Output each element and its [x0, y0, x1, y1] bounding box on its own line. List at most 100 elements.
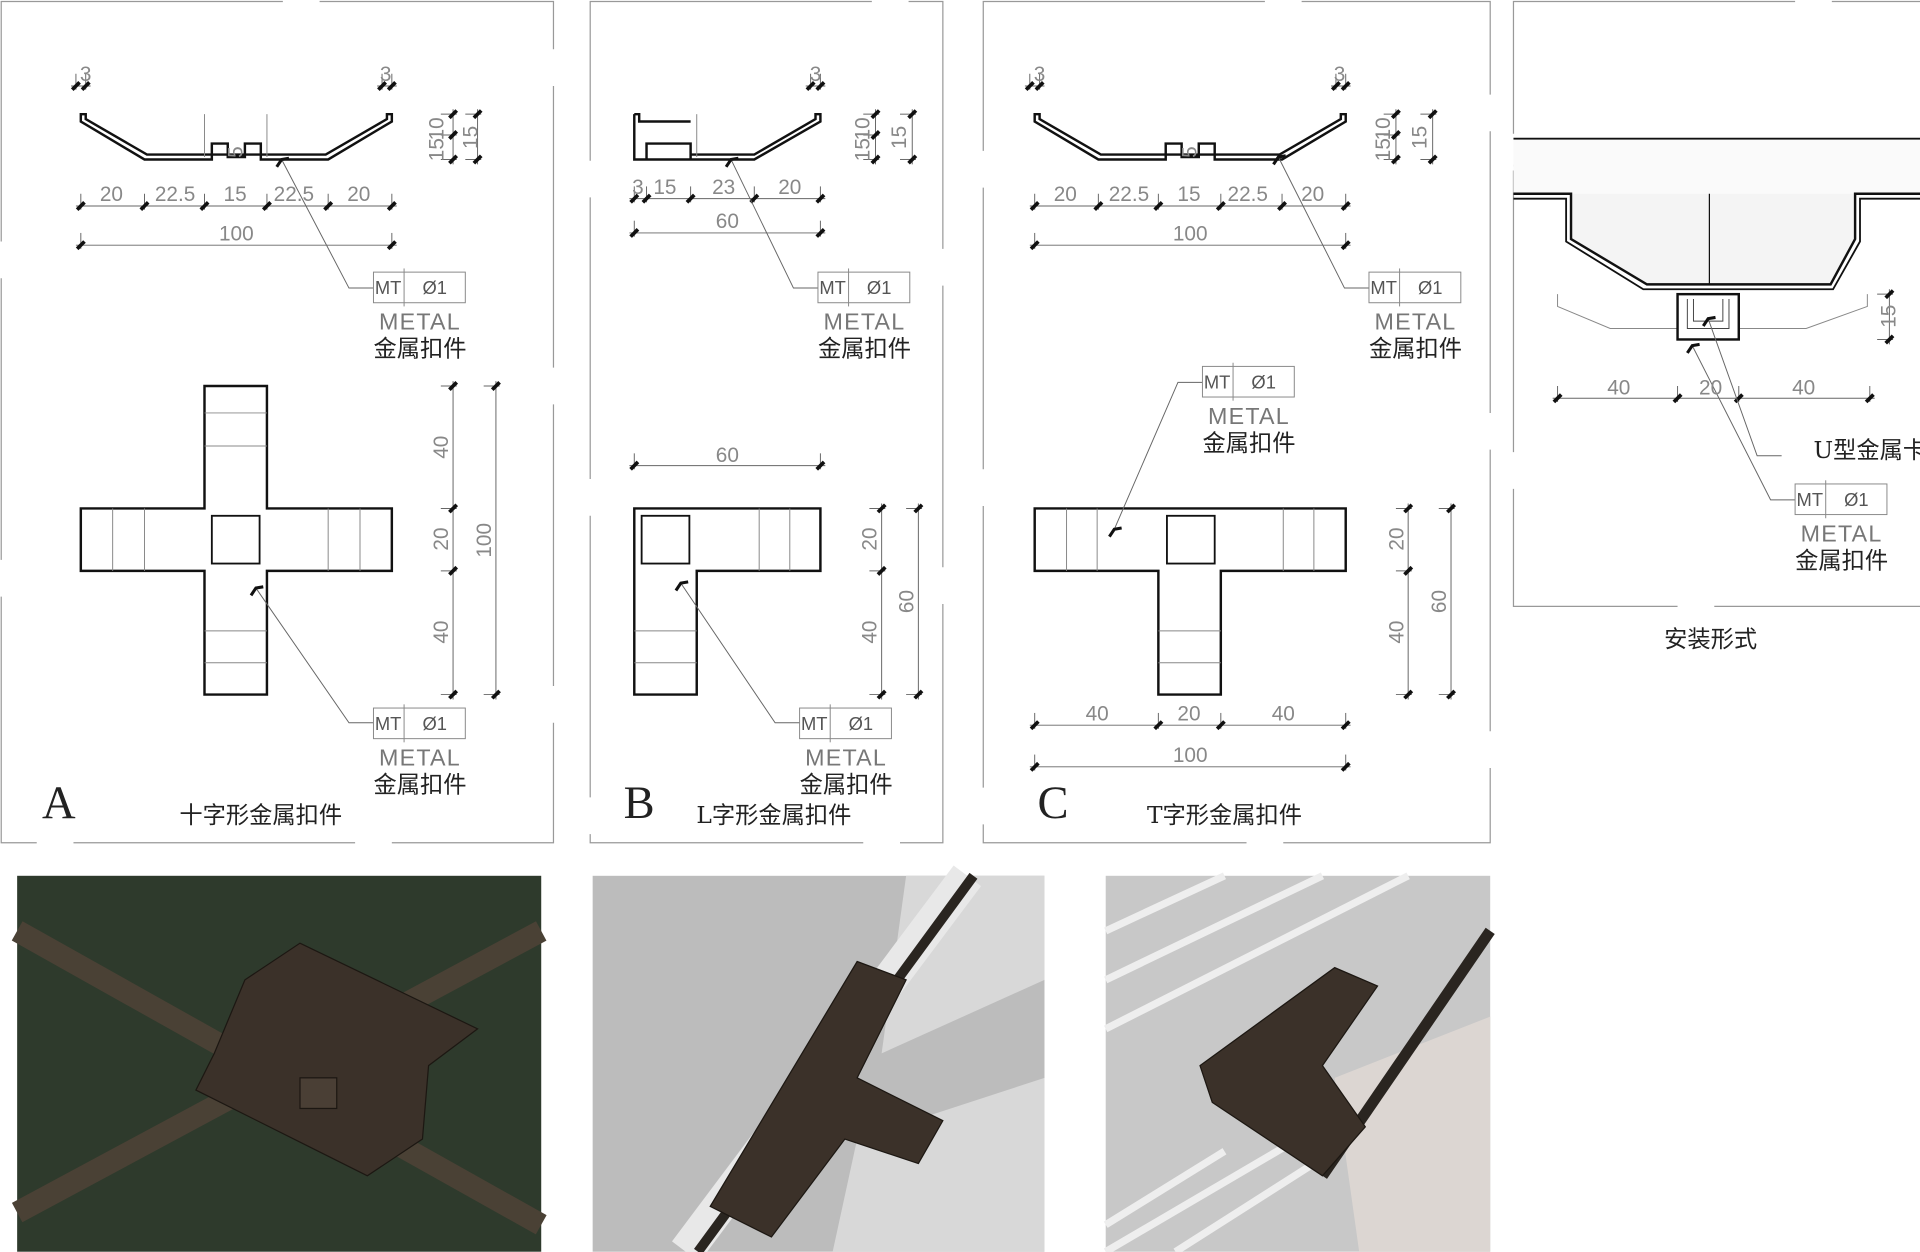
- dim-install-v: 15: [1878, 305, 1901, 328]
- dimension-tick: [870, 154, 881, 165]
- dim-notch: 5: [224, 146, 247, 158]
- dim-v: 10: [851, 117, 874, 140]
- render-l-connector: [1103, 872, 1495, 1252]
- dimension-tick: [913, 689, 924, 700]
- leader-arrow-icon: [1701, 315, 1716, 327]
- tag-code: MT: [1370, 277, 1397, 298]
- dimension-tick: [1093, 201, 1104, 211]
- dimension-tick: [75, 240, 86, 251]
- dimension-tick: [448, 565, 459, 576]
- dimension-tick: [1029, 240, 1040, 251]
- dim-v: 15: [888, 126, 911, 149]
- dim-install: 20: [1699, 377, 1722, 400]
- dim-section: 3: [632, 176, 644, 199]
- leader-arrow-icon: [1686, 342, 1700, 354]
- dimension-tick: [876, 565, 887, 576]
- dim-plan-h: 40: [1086, 702, 1109, 725]
- dimension-tick: [907, 109, 918, 120]
- panel-c-letter: C: [1038, 778, 1069, 829]
- dimension-tick: [448, 503, 459, 514]
- dimension-tick: [876, 689, 887, 700]
- dimension-tick: [1552, 393, 1563, 404]
- dimension-tick: [1672, 393, 1683, 404]
- dim-plan: 40: [1385, 621, 1408, 644]
- tag-name: 金属扣件: [800, 772, 893, 799]
- render-cross-connector: [11, 875, 547, 1252]
- dim-section: 20: [100, 183, 123, 206]
- tag-code: MT: [1797, 489, 1824, 510]
- panel-a-cross-plan: [79, 384, 394, 696]
- dim-lip-right: 3: [380, 63, 392, 86]
- dim-plan-total: 100: [473, 523, 496, 558]
- dim-install: 40: [1792, 377, 1815, 400]
- dimension-tick: [1330, 81, 1341, 91]
- panel-c-t-plan: [1033, 507, 1347, 696]
- dimension-tick: [377, 81, 388, 91]
- dimension-tick: [1446, 689, 1456, 700]
- leader-line: [1691, 345, 1796, 501]
- tag-number: Ø1: [867, 277, 892, 298]
- dim-plan: 40: [859, 621, 882, 644]
- tag-number: Ø1: [1418, 277, 1443, 298]
- tag-code: MT: [375, 277, 402, 298]
- dimension-tick: [1403, 503, 1414, 514]
- dim-v: 10: [1372, 117, 1395, 140]
- dimension-tick: [749, 193, 760, 204]
- dimension-tick: [1153, 720, 1164, 731]
- dim-section: 15: [653, 176, 676, 199]
- dim-section: 22.5: [1228, 183, 1268, 206]
- tag-material: METAL: [1375, 309, 1457, 335]
- dim-plan: 20: [1385, 527, 1408, 550]
- dimension-tick: [1390, 109, 1401, 120]
- leader-arrow-icon: [249, 585, 264, 597]
- dim-plan-top: 60: [716, 444, 739, 467]
- tag-code: MT: [375, 713, 402, 734]
- dimension-tick: [1427, 154, 1438, 165]
- dimension-tick: [1340, 720, 1351, 731]
- panel-d-title: 安装形式: [1664, 626, 1757, 653]
- dimension-tick: [386, 240, 397, 251]
- dimension-tick: [641, 193, 652, 204]
- dim-section: 22.5: [274, 183, 314, 206]
- dimension-tick: [490, 381, 501, 391]
- dimension-tick: [1390, 154, 1401, 165]
- dimension-tick: [1446, 503, 1456, 514]
- dimension-tick: [870, 130, 881, 140]
- dim-notch: 5: [1178, 146, 1201, 158]
- dimension-tick: [1340, 240, 1351, 251]
- tag-name: 金属扣件: [373, 772, 466, 799]
- dimension-tick: [815, 81, 826, 91]
- dimension-tick: [1733, 393, 1744, 404]
- dim-plan-h: 40: [1272, 702, 1295, 725]
- dim-plan: 40: [430, 436, 453, 459]
- panel-d-frame: [1512, 0, 1920, 608]
- dimension-tick: [448, 130, 459, 140]
- dimension-tick: [1403, 689, 1414, 700]
- leader-arrow-icon: [674, 580, 689, 592]
- dim-section-total: 100: [1173, 222, 1208, 245]
- panel-a-frame: [0, 0, 555, 844]
- dimension-tick: [685, 193, 696, 204]
- dimension-tick: [1024, 81, 1035, 91]
- leader-line: [730, 159, 818, 289]
- dim-section-total: 60: [716, 210, 739, 233]
- dimension-tick: [1864, 393, 1875, 404]
- tag-number: Ø1: [849, 713, 874, 734]
- tag-number: Ø1: [1251, 371, 1276, 392]
- dim-plan: 20: [859, 527, 882, 550]
- dimension-tick: [1215, 720, 1226, 731]
- dimension-tick: [1034, 81, 1045, 91]
- dimension-tick: [139, 201, 150, 211]
- tag-number: Ø1: [422, 713, 447, 734]
- render-t-connector: [592, 865, 1045, 1252]
- dim-plan-h: 20: [1177, 702, 1200, 725]
- dim-v: 10: [425, 117, 448, 140]
- panel-a-section-profile: [79, 112, 394, 161]
- leader-arrow-icon: [724, 156, 739, 168]
- tag-material: METAL: [1801, 521, 1883, 547]
- dimension-tick: [629, 193, 640, 204]
